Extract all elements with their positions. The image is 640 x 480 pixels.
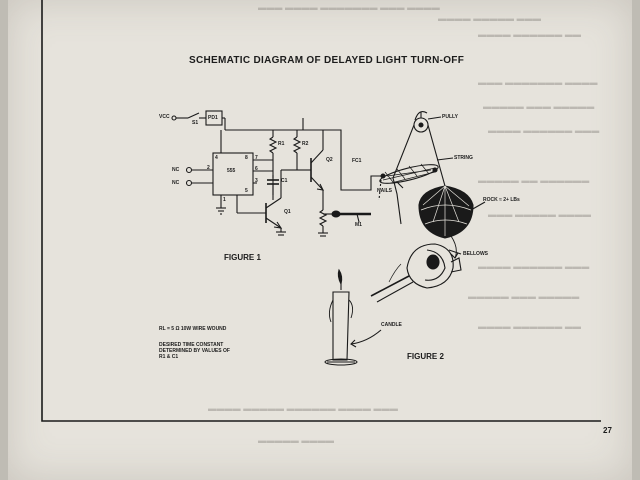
label-pully: PULLY	[442, 114, 458, 120]
label-rock: ROCK ≈ 2+ LBs	[483, 197, 520, 203]
candle-flame	[337, 268, 343, 286]
string-to-rock	[427, 124, 446, 187]
label-r1: R1	[278, 141, 285, 147]
label-pin1: 1	[223, 197, 226, 203]
figure2-caption: FIGURE 2	[407, 352, 444, 361]
bellows-body	[406, 243, 454, 289]
label-q2: Q2	[326, 157, 333, 163]
label-pd1: PD1	[208, 115, 218, 121]
label-pin2: 2	[207, 165, 210, 171]
label-pin3: 3	[255, 178, 258, 184]
diagram-title: SCHEMATIC DIAGRAM OF DELAYED LIGHT TURN-…	[189, 55, 465, 66]
match-head	[331, 210, 341, 218]
label-m1: M1	[355, 222, 362, 228]
rock	[418, 185, 474, 239]
figure2-drawing	[324, 111, 486, 366]
figure1-circuit	[171, 110, 382, 237]
label-vcc: VCC	[159, 114, 170, 120]
bellows-nozzle	[370, 275, 410, 297]
resistor-r1	[268, 136, 278, 154]
ic-555-body	[212, 152, 254, 196]
page-number: 27	[603, 426, 612, 435]
label-pin8: 8	[245, 155, 248, 161]
label-r2: R2	[302, 141, 309, 147]
figure1-caption: FIGURE 1	[224, 253, 261, 262]
string	[392, 124, 415, 225]
label-nc-top: NC	[172, 167, 180, 173]
note-rl: RL = 5 Ω 10W WIRE WOUND	[159, 326, 227, 332]
label-string: STRING	[454, 155, 473, 161]
panel-border	[41, 0, 601, 422]
label-bellows: BELLOWS	[463, 251, 488, 257]
schematic-drawing	[41, 0, 601, 422]
label-nc-bottom: NC	[172, 180, 180, 186]
switch-s1	[187, 112, 200, 119]
label-pin7: 7	[255, 155, 258, 161]
candle-body	[332, 291, 350, 361]
nc-top-terminal	[185, 166, 193, 174]
note-time-constant: DESIRED TIME CONSTANT DETERMINED BY VALU…	[159, 342, 230, 360]
label-s1: S1	[192, 120, 199, 126]
page: ▬▬▬ ▬▬▬▬ ▬▬▬▬▬▬▬ ▬▬▬ ▬▬▬▬ ▬▬▬▬ ▬▬▬▬▬ ▬▬▬…	[8, 0, 632, 480]
label-candle: CANDLE	[381, 322, 402, 328]
label-ic-555: 555	[227, 168, 236, 174]
label-pin4: 4	[215, 155, 218, 161]
label-pin5: 5	[245, 188, 248, 194]
nc-bottom-terminal	[185, 179, 193, 187]
resistor-r2	[292, 136, 302, 154]
label-pin6: 6	[255, 166, 258, 172]
wire-to-fc1	[303, 129, 381, 191]
label-fc1: FC1	[352, 158, 362, 164]
label-nails: NAILS	[377, 188, 392, 194]
label-c1: C1	[281, 178, 288, 184]
bellows-handle	[450, 257, 462, 273]
load-m1	[318, 209, 328, 227]
fc1-fuse-bundle	[379, 164, 439, 184]
figure-panel: SCHEMATIC DIAGRAM OF DELAYED LIGHT TURN-…	[41, 0, 632, 422]
vcc-terminal	[171, 115, 177, 121]
label-q1: Q1	[284, 209, 291, 215]
